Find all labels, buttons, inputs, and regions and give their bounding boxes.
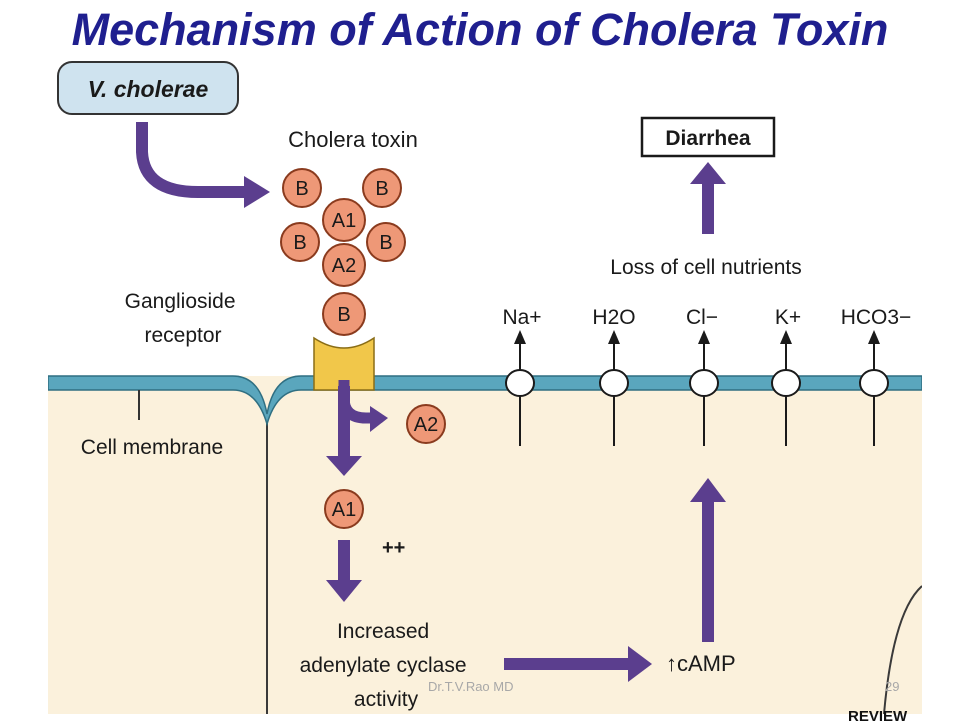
toxin-b-label-3: B (293, 232, 306, 254)
ion-label-k: K+ (775, 306, 801, 329)
receptor-label: Ganglioside receptor (125, 290, 242, 347)
toxin-b-subunit-3 (280, 222, 320, 262)
toxin-b-label-2: B (375, 178, 388, 200)
toxin-a1-label: A1 (332, 210, 356, 232)
ion-channel-k (771, 330, 801, 446)
toxin-b-subunit-1 (282, 168, 322, 208)
camp-to-channels-arrowhead (690, 478, 726, 502)
pathogen-to-toxin-arrowhead (244, 176, 270, 208)
ion-label-na: Na+ (502, 306, 541, 329)
ion-channels (505, 330, 889, 446)
nutrient-loss-label: Loss of cell nutrients (610, 256, 801, 279)
a2-release-arrowhead (370, 406, 388, 432)
toxin-b-label-5: B (337, 304, 350, 326)
active-a1-label: A1 (332, 499, 356, 521)
a1-to-enzyme-arrowhead (326, 580, 362, 602)
toxin-b-subunit-4 (366, 222, 406, 262)
pathogen-to-toxin-arrow (136, 122, 244, 198)
toxin-a2-subunit (322, 243, 366, 287)
diagram-figure: V. cholerae Cholera toxin B B B B A1 A2 … (48, 52, 922, 714)
toxin-b-label-4: B (379, 232, 392, 254)
camp-label: ↑cAMP (666, 651, 736, 676)
pathogen-box: V. cholerae (57, 61, 239, 115)
ion-channel-hco3 (859, 330, 889, 446)
ion-label-cl: Cl− (686, 306, 718, 329)
ion-channel-na (505, 330, 535, 446)
toxin-b-subunit-2 (362, 168, 402, 208)
membrane-label: Cell membrane (81, 436, 223, 459)
cholera-toxin-diagram: V. cholerae Cholera toxin B B B B A1 A2 … (48, 61, 922, 714)
footer-author: Dr.T.V.Rao MD (428, 679, 514, 694)
footer-page-number: 29 (885, 679, 900, 694)
slide-title: Mechanism of Action of Cholera Toxin (71, 4, 889, 55)
cytoplasm (48, 376, 922, 714)
ganglioside-receptor-shape (313, 336, 375, 391)
enzyme-label: Increased adenylate cyclase activity (300, 620, 473, 711)
ion-label-h2o: H2O (592, 306, 635, 329)
corner-text: REVIEW (848, 708, 908, 725)
outcome-label: Diarrhea (665, 127, 751, 150)
adjacent-cell-edge (883, 585, 922, 714)
released-a2-label: A2 (414, 414, 438, 436)
enzyme-to-camp-arrowhead (628, 646, 652, 682)
pathogen-label: V. cholerae (88, 76, 209, 102)
a1-entry-arrowhead (326, 456, 362, 476)
toxin-b-subunit-5 (322, 292, 366, 336)
toxin-a2-label: A2 (332, 255, 356, 277)
released-a2-circle (406, 404, 446, 444)
active-a1-circle (324, 489, 364, 529)
ion-channel-h2o (599, 330, 629, 446)
toxin-complex (280, 168, 406, 336)
toxin-a1-subunit (322, 198, 366, 242)
toxin-b-label-1: B (295, 178, 308, 200)
activation-mark: ++ (382, 537, 405, 559)
toxin-label: Cholera toxin (288, 127, 418, 152)
outcome-box: Diarrhea (640, 116, 776, 158)
loss-to-diarrhea-arrowhead (690, 162, 726, 184)
ion-label-hco3: HCO3− (841, 306, 912, 329)
ion-channel-cl (689, 330, 719, 446)
